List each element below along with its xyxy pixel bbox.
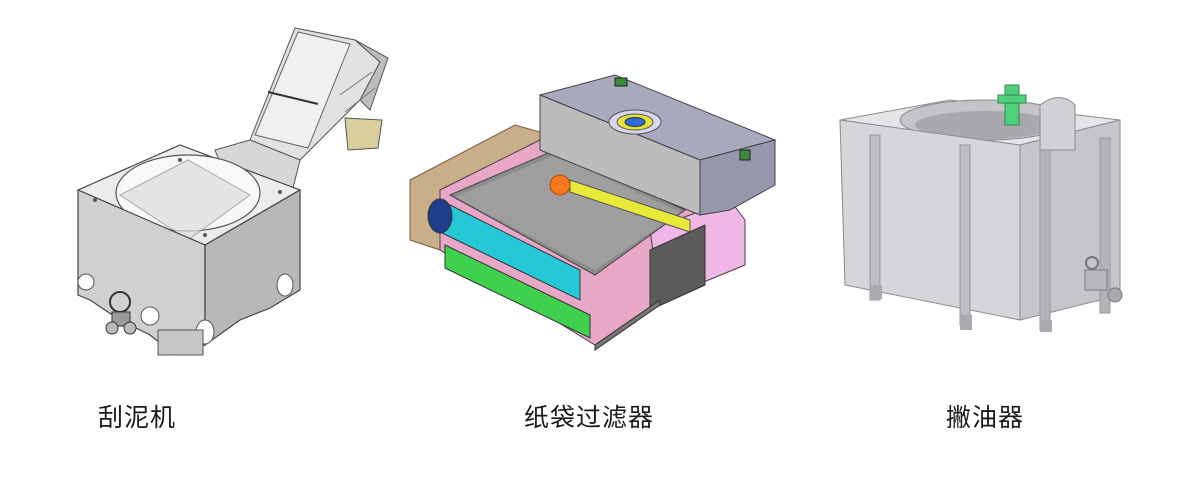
scraper-machine-illustration (76, 27, 389, 356)
item-label-paper-bag-filter: 纸袋过滤器 (524, 403, 655, 432)
item-label-scraper: 刮泥机 (98, 403, 177, 432)
product-oil-skimmer: 撇油器 (800, 0, 1200, 500)
oil-skimmer-illustration (839, 84, 1123, 332)
item-label-oil-skimmer: 撇油器 (946, 403, 1025, 432)
product-scraper: 刮泥机 (0, 0, 400, 500)
product-paper-bag-filter: 纸袋过滤器 (400, 0, 800, 500)
paper-bag-filter-illustration (409, 74, 777, 351)
